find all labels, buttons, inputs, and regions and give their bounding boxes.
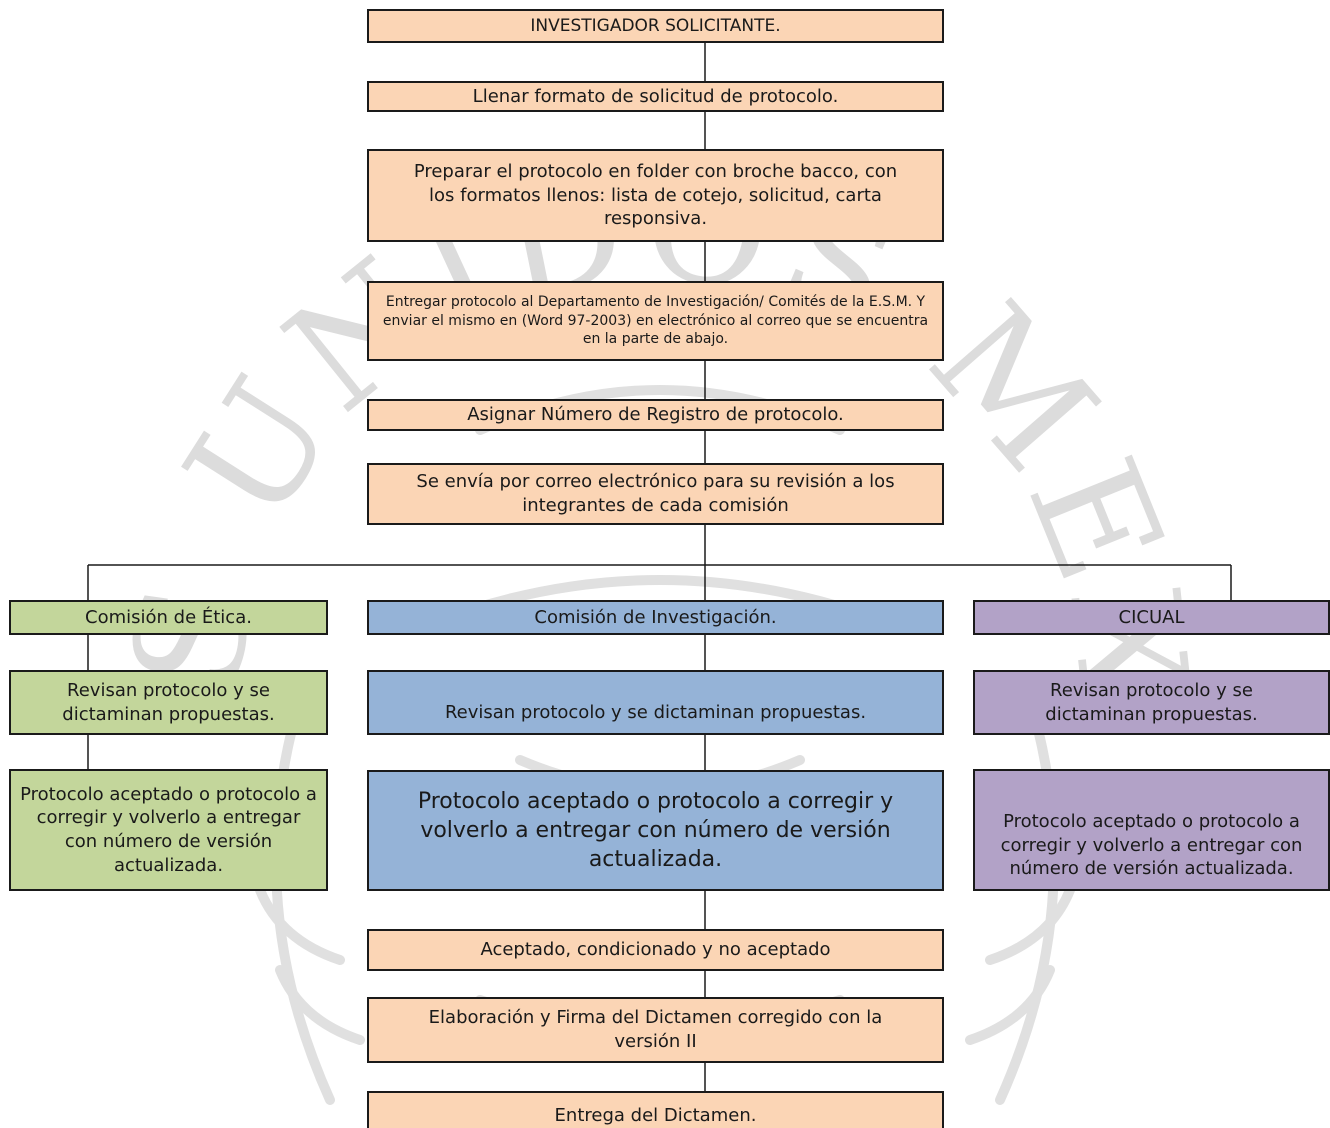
etica-revision-label: Revisan protocolo y se dictaminan propue… xyxy=(62,679,275,725)
investigador-solicitante-label: INVESTIGADOR SOLICITANTE. xyxy=(530,15,781,36)
elaboracion-dictamen-box: Elaboración y Firma del Dictamen corregi… xyxy=(367,997,944,1063)
comision-etica-label: Comisión de Ética. xyxy=(85,606,252,628)
investigador-solicitante-box: INVESTIGADOR SOLICITANTE. xyxy=(367,9,944,43)
cicual-revision-label: Revisan protocolo y se dictaminan propue… xyxy=(1045,679,1258,725)
etica-resultado-label: Protocolo aceptado o protocolo a corregi… xyxy=(20,783,317,876)
etica-revision-box: Revisan protocolo y se dictaminan propue… xyxy=(9,670,328,735)
aceptado-condicionado-box: Aceptado, condicionado y no aceptado xyxy=(367,929,944,971)
entregar-protocolo-label: Entregar protocolo al Departamento de In… xyxy=(382,294,929,348)
entrega-dictamen-box: Entrega del Dictamen. xyxy=(367,1091,944,1128)
comision-investigacion-label: Comisión de Investigación. xyxy=(534,606,777,628)
cicual-box: CICUAL xyxy=(973,600,1330,635)
asignar-registro-box: Asignar Número de Registro de protocolo. xyxy=(367,399,944,431)
llenar-formato-box: Llenar formato de solicitud de protocolo… xyxy=(367,81,944,112)
investigacion-resultado-box: Protocolo aceptado o protocolo a corregi… xyxy=(367,770,944,891)
investigacion-resultado-label: Protocolo aceptado o protocolo a corregi… xyxy=(417,788,894,873)
preparar-protocolo-box: Preparar el protocolo en folder con broc… xyxy=(367,149,944,242)
envio-correo-label: Se envía por correo electrónico para su … xyxy=(416,471,895,516)
aceptado-condicionado-label: Aceptado, condicionado y no aceptado xyxy=(480,939,831,961)
cicual-revision-box: Revisan protocolo y se dictaminan propue… xyxy=(973,670,1330,735)
investigacion-revision-box: Revisan protocolo y se dictaminan propue… xyxy=(367,670,944,735)
cicual-resultado-box: Protocolo aceptado o protocolo a corregi… xyxy=(973,769,1330,891)
comision-etica-box: Comisión de Ética. xyxy=(9,600,328,635)
llenar-formato-label: Llenar formato de solicitud de protocolo… xyxy=(472,85,839,107)
elaboracion-dictamen-label: Elaboración y Firma del Dictamen corregi… xyxy=(428,1007,883,1052)
etica-resultado-box: Protocolo aceptado o protocolo a corregi… xyxy=(9,769,328,891)
asignar-registro-label: Asignar Número de Registro de protocolo. xyxy=(467,404,844,426)
entregar-protocolo-box: Entregar protocolo al Departamento de In… xyxy=(367,281,944,361)
investigacion-revision-label: Revisan protocolo y se dictaminan propue… xyxy=(444,702,867,724)
cicual-label: CICUAL xyxy=(1118,606,1185,628)
comision-investigacion-box: Comisión de Investigación. xyxy=(367,600,944,635)
cicual-resultado-label: Protocolo aceptado o protocolo a corregi… xyxy=(1000,810,1303,880)
entrega-dictamen-label: Entrega del Dictamen. xyxy=(554,1105,757,1127)
preparar-protocolo-label: Preparar el protocolo en folder con broc… xyxy=(413,160,898,230)
envio-correo-box: Se envía por correo electrónico para su … xyxy=(367,463,944,525)
